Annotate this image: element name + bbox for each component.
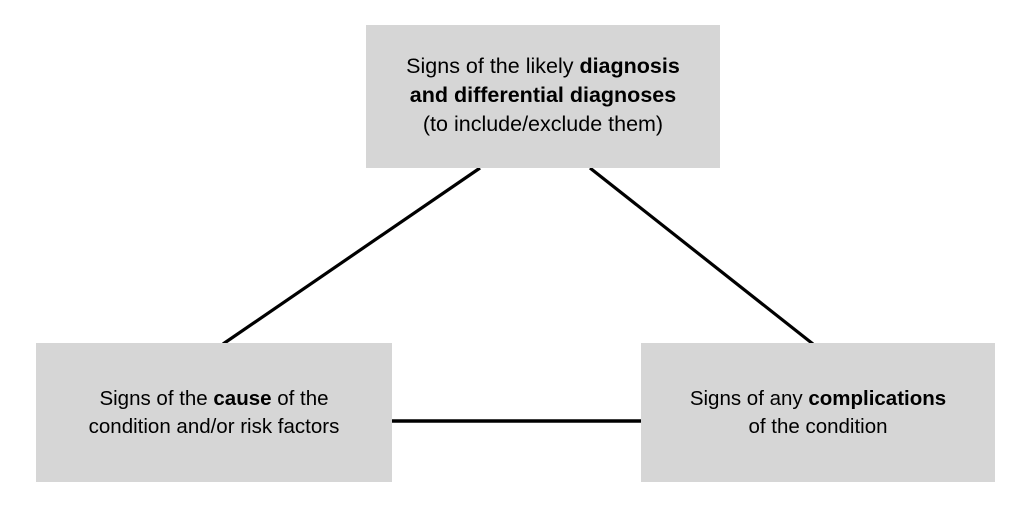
node-signs-of-likely-diagnosis: Signs of the likely diagnosis and differ… — [366, 25, 720, 168]
node-complications-line1-plain-before: Signs of any — [689, 387, 809, 411]
node-cause-text: Signs of the cause of the condition and/… — [36, 385, 392, 440]
node-diagnosis-line1-bold: diagnosis — [579, 54, 680, 79]
node-diagnosis-text: Signs of the likely diagnosis and differ… — [366, 52, 720, 138]
node-complications-line-2: of the condition — [748, 414, 888, 438]
node-cause-line1-plain-before: Signs of the — [99, 387, 214, 411]
node-cause-line1-bold: cause — [213, 387, 272, 411]
node-signs-of-complications: Signs of any complications of the condit… — [641, 343, 995, 482]
node-complications-line-1: Signs of any complications — [651, 385, 985, 412]
node-cause-line-2: condition and/or risk factors — [88, 414, 340, 438]
node-signs-of-cause: Signs of the cause of the condition and/… — [36, 343, 392, 482]
node-diagnosis-line1-plain: Signs of the likely — [406, 54, 580, 79]
node-complications-line1-bold: complications — [808, 387, 947, 411]
node-cause-line1-plain-after: of the — [271, 387, 329, 411]
node-diagnosis-line-3: (to include/exclude them) — [422, 111, 664, 136]
node-complications-text: Signs of any complications of the condit… — [641, 385, 995, 440]
connector-diagnosis-to-complications — [589, 166, 814, 346]
connector-diagnosis-to-cause — [222, 166, 481, 346]
node-diagnosis-line-2: and differential diagnoses — [409, 83, 677, 108]
node-cause-line-1: Signs of the cause of the — [46, 385, 382, 412]
node-diagnosis-line-1: Signs of the likely diagnosis — [376, 52, 710, 81]
